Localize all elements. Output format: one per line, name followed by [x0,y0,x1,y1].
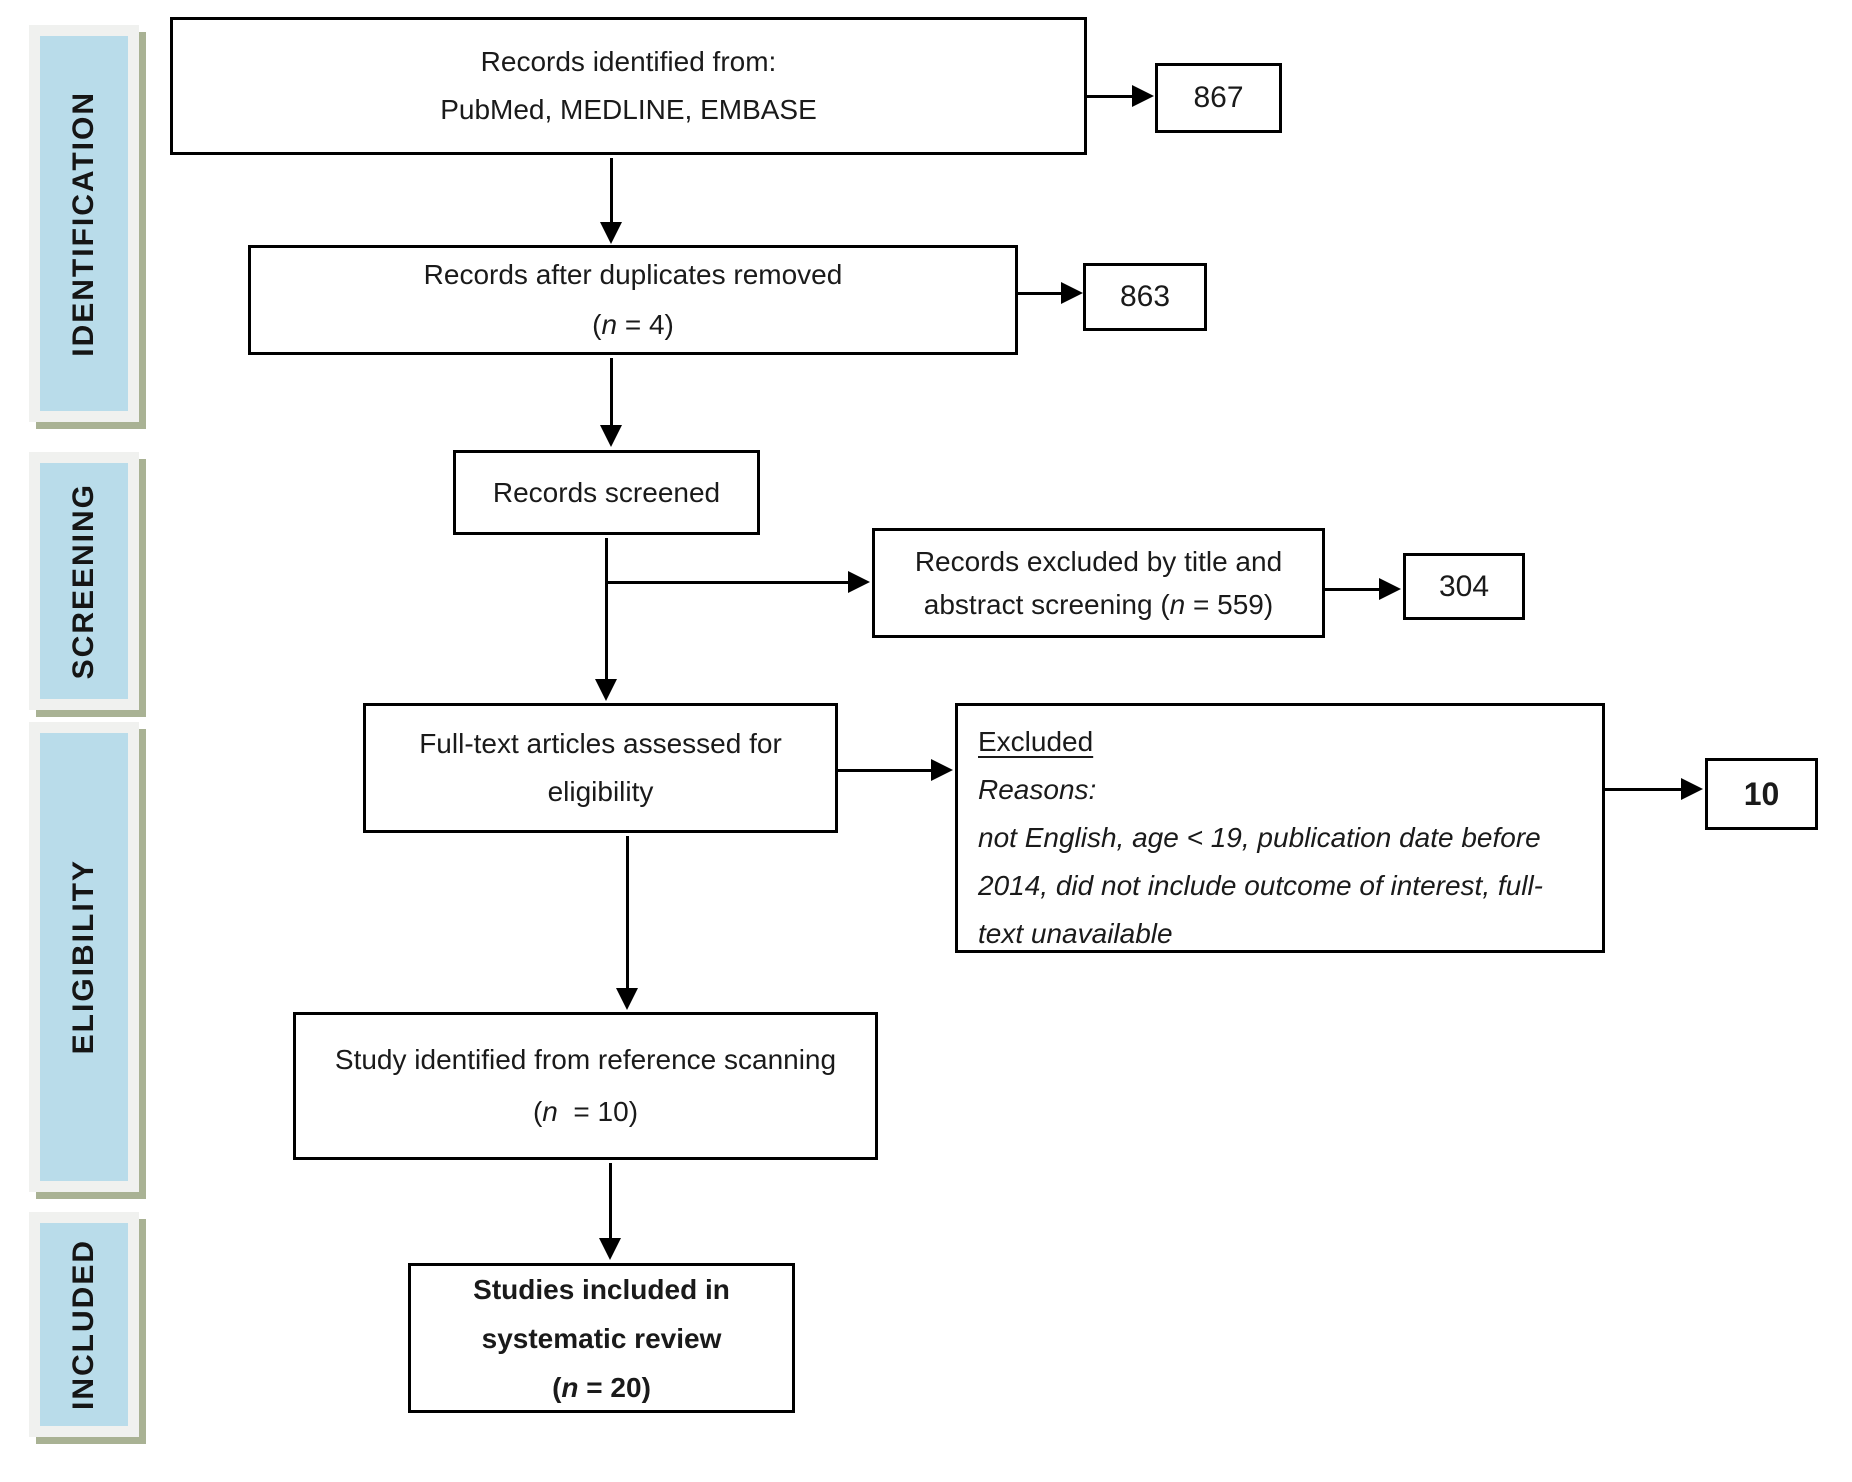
stage-eligibility: ELIGIBILITY [29,722,139,1192]
records-identified-box: Records identified from: PubMed, MEDLINE… [170,17,1087,155]
included-review-box: Studies included in systematic review (n… [408,1263,795,1413]
stage-screening-label: SCREENING [67,482,100,680]
stage-identification-label: IDENTIFICATION [67,90,100,357]
after-duplicates-nline: (n = 4) [592,309,674,340]
after-duplicates-count: 863 [1119,280,1171,313]
arrow-fulltext-to-refscan-head [616,988,638,1010]
records-screened-line1: Records screened [492,476,721,508]
stage-included-fill: INCLUDED [40,1223,128,1426]
included-review-nline: (n = 20) [552,1371,651,1403]
arrow-identified-to-867-head [1132,85,1154,107]
stage-eligibility-fill: ELIGIBILITY [40,733,128,1181]
fulltext-assessed-box: Full-text articles assessed for eligibil… [363,703,838,833]
stage-included-label: INCLUDED [67,1239,100,1410]
excluded-title-line2: abstract screening (n = 559) [923,589,1274,620]
arrow-excluded-to-304-line [1325,588,1379,591]
excluded-reasons-subheading: Reasons: [978,774,1097,805]
excluded-title-line1: Records excluded by title and [914,545,1283,577]
arrow-screened-to-excluded-line [607,581,848,584]
arrow-screened-to-fulltext-line [605,538,608,679]
records-identified-line1: Records identified from: [480,46,777,78]
arrow-fulltext-to-reasons-head [931,759,953,781]
after-duplicates-count-box: 863 [1083,263,1207,331]
excluded-reasons-body: not English, age < 19, publication date … [978,822,1544,949]
stage-identification: IDENTIFICATION [29,25,139,422]
records-screened-box: Records screened [453,450,760,535]
reference-scanning-box: Study identified from reference scanning… [293,1012,878,1160]
included-review-line2: systematic review [481,1322,722,1354]
reference-scanning-nline: (n = 10) [532,1096,639,1127]
identified-count-box: 867 [1155,63,1282,133]
after-duplicates-box: Records after duplicates removed (n = 4) [248,245,1018,355]
arrow-fulltext-to-refscan-line [626,836,629,988]
arrow-reasons-to-10-line [1605,788,1681,791]
reference-scanning-line1: Study identified from reference scanning [334,1044,837,1076]
arrow-identified-to-867-line [1087,95,1132,98]
identified-count: 867 [1193,81,1244,114]
arrow-duplicates-to-863-head [1061,282,1083,304]
arrow-refscan-to-included-line [609,1163,612,1238]
fulltext-line2: eligibility [547,776,654,807]
fulltext-line1: Full-text articles assessed for [419,728,782,760]
stage-eligibility-label: ELIGIBILITY [67,859,100,1055]
arrow-refscan-to-included-head [599,1238,621,1260]
arrow-reasons-to-10-head [1681,778,1703,800]
records-identified-line2: PubMed, MEDLINE, EMBASE [440,94,817,125]
excluded-reasons-count: 10 [1743,775,1780,812]
arrow-fulltext-to-reasons-line [838,769,931,772]
arrow-identified-to-duplicates-head [600,222,622,244]
arrow-screened-to-excluded-head [848,571,870,593]
stage-screening: SCREENING [29,452,139,710]
arrow-identified-to-duplicates-line [610,158,613,222]
included-review-line1: Studies included in [473,1273,730,1305]
after-duplicates-line1: Records after duplicates removed [423,258,843,290]
stage-screening-fill: SCREENING [40,463,128,699]
arrow-excluded-to-304-head [1379,578,1401,600]
excluded-reasons-box: Excluded Reasons: not English, age < 19,… [955,703,1605,953]
excluded-title-count-box: 304 [1403,553,1525,620]
arrow-duplicates-to-screened-line [610,358,613,425]
excluded-reasons-count-box: 10 [1705,758,1818,830]
arrow-screened-to-fulltext-head [595,679,617,701]
excluded-title-abstract-box: Records excluded by title and abstract s… [872,528,1325,638]
excluded-title-count: 304 [1438,569,1490,603]
excluded-reasons-heading: Excluded [978,726,1094,757]
arrow-duplicates-to-863-line [1018,292,1061,295]
arrow-duplicates-to-screened-head [600,425,622,447]
stage-included: INCLUDED [29,1212,139,1437]
stage-identification-fill: IDENTIFICATION [40,36,128,411]
